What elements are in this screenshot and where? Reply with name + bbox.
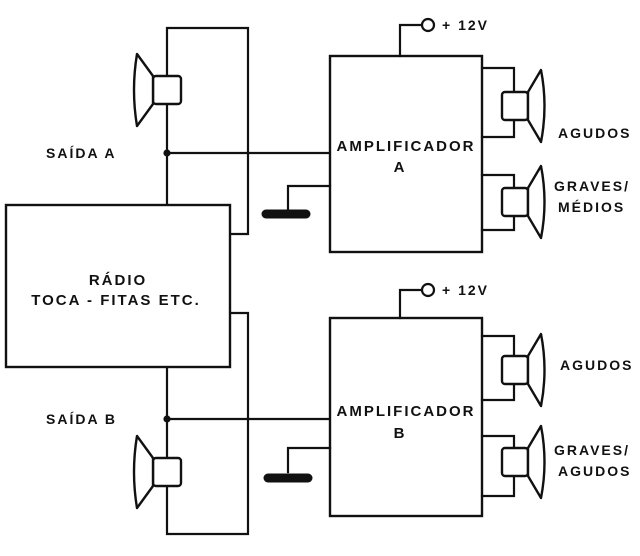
- saida-a-label: SAÍDA A: [46, 145, 117, 161]
- amplifier-b-label: AMPLIFICADOR: [337, 403, 476, 420]
- amp-a-supply-label: + 12V: [442, 17, 489, 33]
- amp-b-tweeter-label: AGUDOS: [560, 357, 633, 373]
- amp-b-woofer-speaker-icon: [500, 424, 546, 500]
- amp-b-woofer-label-line1: GRAVES/: [554, 442, 630, 458]
- radio-box: [4, 203, 232, 369]
- amp-b-woofer-wire: [480, 434, 516, 450]
- speaker-a-icon: [132, 52, 183, 128]
- amplifier-a-letter: A: [394, 159, 407, 176]
- saida-b-label: SAÍDA B: [46, 411, 117, 427]
- saida-a-left-wire: [165, 26, 250, 236]
- amp-b-woofer-label-line2: AGUDOS: [558, 463, 631, 479]
- amp-a-tweeter-label: AGUDOS: [558, 125, 631, 141]
- amplifier-a-box: [328, 54, 484, 254]
- amp-a-woofer-label-line2: MÉDIOS: [558, 199, 625, 215]
- amp-b-ground-wire: [286, 446, 332, 474]
- amp-a-woofer-wire: [480, 173, 516, 190]
- amp-a-supply-wire: [398, 23, 424, 58]
- amp-b-woofer-return: [480, 474, 516, 498]
- amp-b-supply-terminal: [420, 282, 436, 298]
- amp-a-tweeter-return: [480, 118, 516, 139]
- amp-a-supply-terminal: [420, 17, 436, 33]
- amp-b-supply-label: + 12V: [442, 282, 489, 298]
- amp-b-supply-wire: [398, 288, 424, 320]
- amp-a-woofer-speaker-icon: [500, 164, 546, 240]
- amp-a-woofer-return: [480, 214, 516, 232]
- speaker-b-icon: [132, 434, 183, 510]
- amplifier-b-box: [328, 316, 484, 518]
- amplifier-a-label: AMPLIFICADOR: [337, 138, 476, 155]
- amp-b-tweeter-wire: [480, 334, 516, 358]
- amp-a-ground-wire: [286, 184, 332, 212]
- amp-b-tweeter-speaker-icon: [500, 332, 546, 408]
- saida-a-junction: [163, 149, 171, 157]
- amp-a-tweeter-wire: [480, 66, 516, 94]
- radio-label-line2: TOCA - FITAS ETC.: [31, 292, 201, 309]
- amp-a-tweeter-speaker-icon: [500, 68, 546, 144]
- amp-a-woofer-label-line1: GRAVES/: [554, 178, 630, 194]
- saida-b-junction: [163, 415, 171, 423]
- amp-b-tweeter-return: [480, 382, 516, 402]
- radio-label-line1: RÁDIO: [89, 272, 147, 289]
- amplifier-b-letter: B: [394, 425, 407, 442]
